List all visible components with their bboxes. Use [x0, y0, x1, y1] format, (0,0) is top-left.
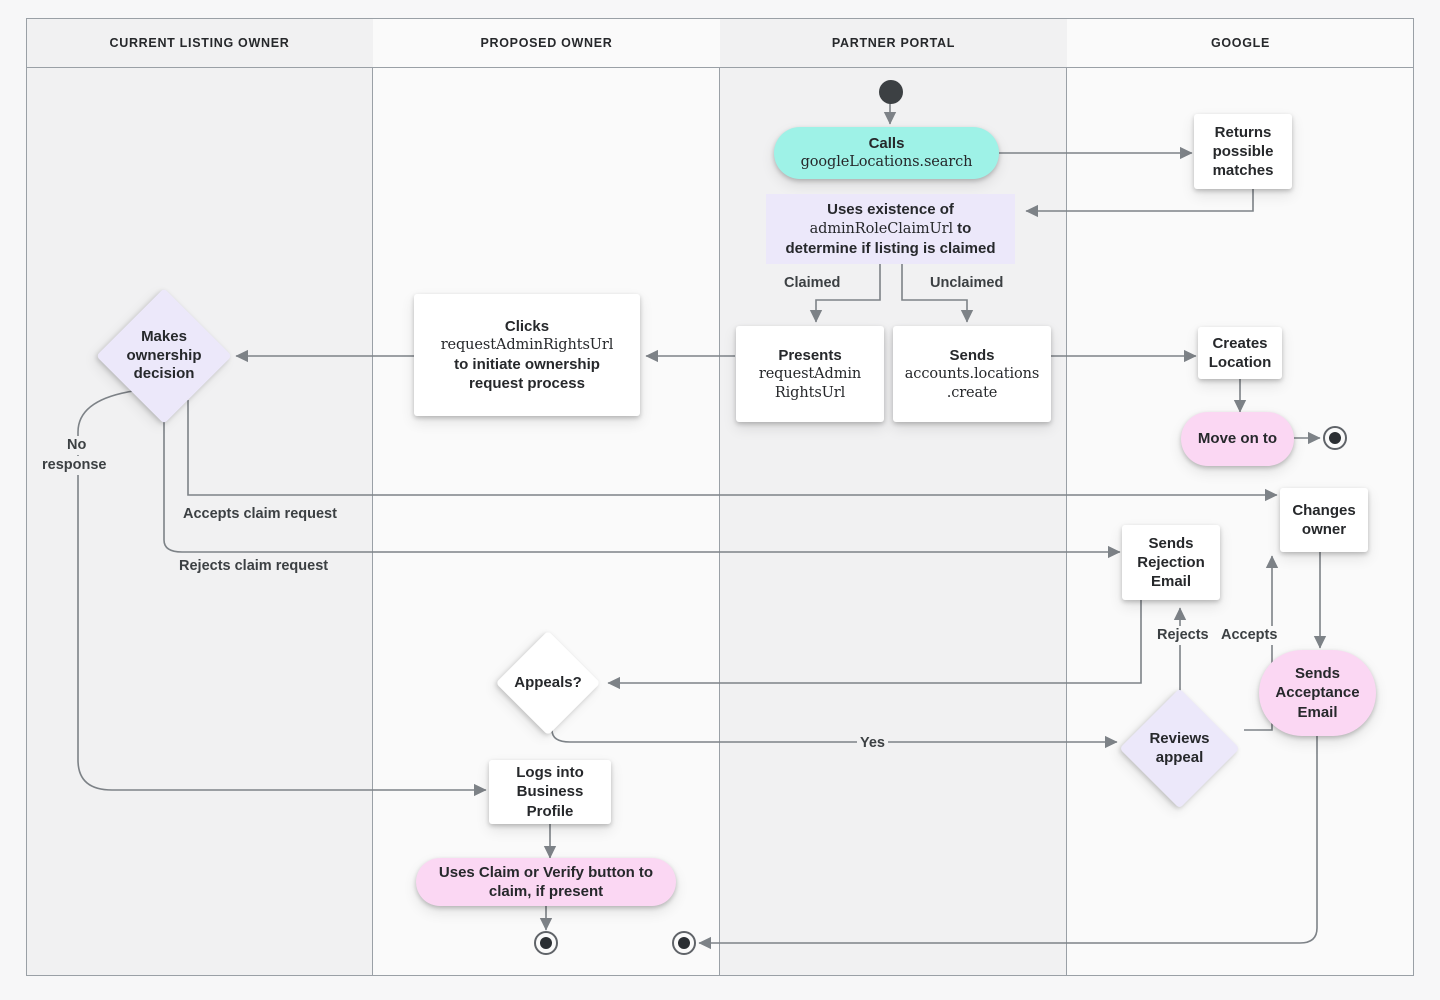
node-text: Appeals? [514, 673, 582, 691]
end-node-proposed-owner [534, 931, 558, 955]
node-line-2: googleLocations.search [800, 154, 973, 171]
lane-label: PROPOSED OWNER [480, 35, 613, 50]
node-sends-accounts-locations-create[interactable]: Sends accounts.locations .create [893, 326, 1051, 422]
node-text: Move on to [1197, 430, 1278, 448]
node-uses-existence-of-admin-role-claim-url[interactable]: Uses existence of adminRoleClaimUrl to d… [766, 194, 1015, 264]
node-changes-owner[interactable]: Changes owner [1280, 488, 1368, 552]
edge-label-no-response-line1: No [64, 436, 90, 455]
end-node-google [1323, 426, 1347, 450]
edge-label-rejects: Rejects [1154, 626, 1212, 645]
node-logs-into-business-profile[interactable]: Logs into Business Profile [489, 760, 611, 824]
node-text: Makes ownership decision [126, 327, 202, 383]
node-line-3: .create [946, 384, 998, 401]
node-uses-claim-or-verify-button[interactable]: Uses Claim or Verify button to claim, if… [416, 858, 676, 906]
node-line-1: Clicks [504, 317, 550, 335]
edge-label-accepts-claim-request: Accepts claim request [180, 505, 340, 524]
edge-appeals-yes-to-reviews [551, 718, 1118, 749]
edge-reviews-accepts-to-changes-owner [1244, 555, 1279, 731]
node-text: Changes owner [1292, 501, 1356, 538]
lane-label: PARTNER PORTAL [831, 35, 956, 50]
node-move-on-to[interactable]: Move on to [1181, 412, 1294, 466]
node-makes-ownership-decision[interactable]: Makes ownership decision [96, 288, 232, 424]
end-node-partner-portal [672, 931, 696, 955]
node-line-2: requestAdmin [758, 366, 862, 383]
node-line-1: Calls [868, 135, 905, 153]
lane-header-current-listing-owner: CURRENT LISTING OWNER [26, 18, 373, 68]
node-line-2: adminRoleClaimUrl to [810, 219, 972, 239]
node-line-4: request process [469, 374, 585, 392]
edge-label-claimed: Claimed [781, 274, 844, 293]
node-reviews-appeal[interactable]: Reviews appeal [1119, 688, 1240, 809]
node-line-3: RightsUrl [774, 384, 846, 401]
edge-accepts-claim-to-changes-owner [187, 400, 1278, 502]
edge-label-no-response-line2: response [39, 456, 110, 475]
start-node [879, 80, 903, 104]
node-line-2b: to [953, 220, 972, 238]
node-text: Sends Acceptance Email [1275, 665, 1360, 721]
node-line-2: claim, if present [488, 883, 604, 900]
node-sends-acceptance-email[interactable]: Sends Acceptance Email [1259, 650, 1376, 736]
edge-uses-to-sends-create [901, 264, 974, 323]
lane-header-google: GOOGLE [1067, 18, 1414, 68]
lane-current-listing-owner [26, 18, 373, 976]
edge-label-unclaimed: Unclaimed [927, 274, 1007, 293]
node-line-1: Sends [949, 346, 995, 364]
node-returns-possible-matches[interactable]: Returns possible matches [1194, 114, 1292, 189]
node-creates-location[interactable]: Creates Location [1198, 327, 1282, 379]
edge-label-rejects-claim-request: Rejects claim request [176, 557, 332, 576]
lane-header-partner-portal: PARTNER PORTAL [720, 18, 1067, 68]
lane-header-proposed-owner: PROPOSED OWNER [373, 18, 720, 68]
lane-label: CURRENT LISTING OWNER [109, 35, 290, 50]
node-text: Logs into Business Profile [516, 764, 584, 820]
edge-sends-rejection-to-appeals [607, 600, 1142, 690]
node-line-3: determine if listing is claimed [785, 239, 996, 257]
edge-sends-acceptance-to-end [698, 736, 1318, 950]
node-line-1: Uses Claim or Verify button to [438, 863, 654, 881]
code-admin-role-claim-url: adminRoleClaimUrl [809, 221, 954, 238]
node-calls-google-locations-search[interactable]: Calls googleLocations.search [774, 127, 999, 179]
node-sends-rejection-email[interactable]: Sends Rejection Email [1122, 525, 1220, 600]
node-clicks-request-admin-rights-url[interactable]: Clicks requestAdminRightsUrl to initiate… [414, 294, 640, 416]
edge-uses-to-presents [809, 264, 881, 323]
node-text: Creates Location [1208, 334, 1272, 371]
node-line-2: accounts.locations [904, 366, 1040, 383]
edge-label-yes: Yes [857, 734, 888, 753]
node-text: Sends Rejection Email [1137, 534, 1205, 591]
node-presents-request-admin-rights-url[interactable]: Presents requestAdmin RightsUrl [736, 326, 884, 422]
node-line-3: to initiate ownership [454, 355, 600, 373]
edge-rejects-claim-to-sends-rejection [163, 400, 1121, 559]
node-appeals-decision[interactable]: Appeals? [495, 630, 601, 736]
node-line-2: requestAdminRightsUrl [440, 337, 614, 354]
lane-label: GOOGLE [1210, 35, 1271, 50]
edge-no-response-to-logs-in [77, 389, 487, 797]
edge-returns-to-uses [1025, 188, 1254, 218]
node-line-1: Uses existence of [827, 201, 954, 219]
node-text: Returns possible matches [1212, 123, 1274, 180]
node-text: Reviews appeal [1149, 729, 1210, 766]
edge-label-accepts: Accepts [1218, 626, 1281, 645]
node-line-1: Presents [778, 346, 842, 364]
